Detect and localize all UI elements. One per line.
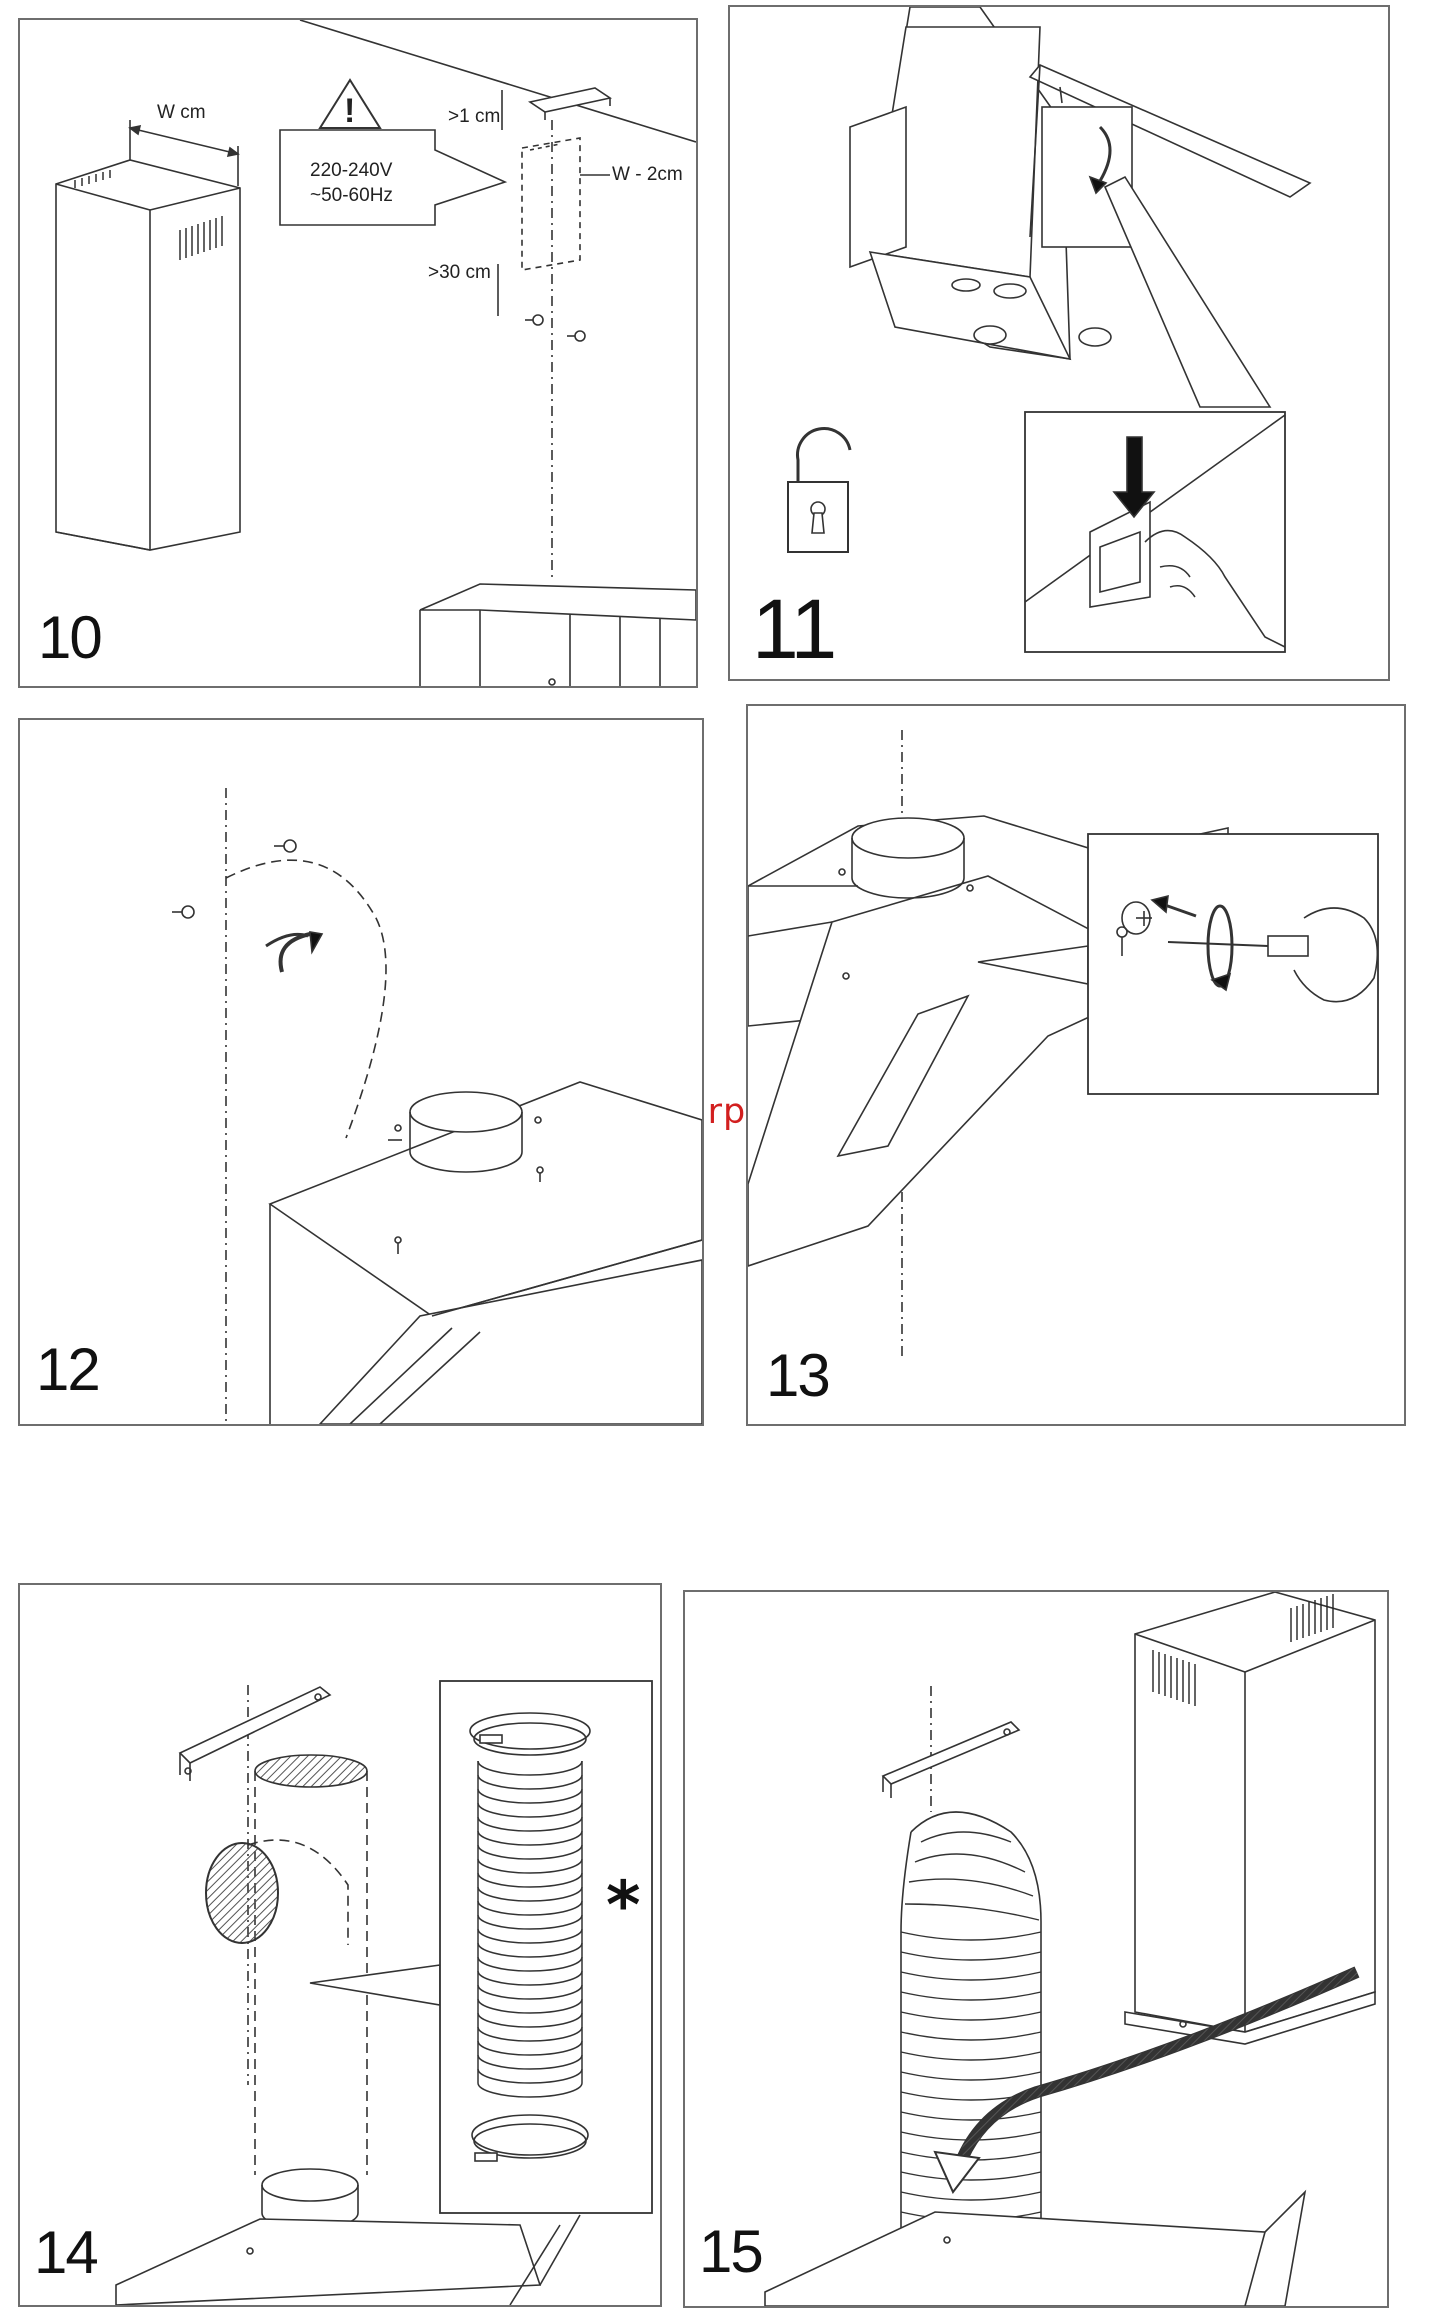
step-14-illustration: [20, 1585, 660, 2305]
step-13-illustration: [748, 706, 1404, 1424]
gap-top-label: >1 cm: [448, 106, 500, 128]
step-11-illustration: [730, 7, 1388, 679]
warning-triangle-icon: !: [344, 92, 355, 130]
width-label: W cm: [157, 102, 206, 124]
step-15-panel: 15: [683, 1590, 1389, 2308]
step-11-panel: 11: [728, 5, 1390, 681]
step-15-illustration: [685, 1592, 1387, 2306]
step-14-panel: * 14: [18, 1583, 662, 2307]
step-12-illustration: [20, 720, 702, 1424]
frequency-label: ~50-60Hz: [310, 185, 393, 207]
gap-min-label: >30 cm: [428, 262, 491, 284]
step-number: 11: [752, 587, 835, 671]
step-number: 12: [36, 1340, 99, 1400]
step-13-panel: 13: [746, 704, 1406, 1426]
step-number: 10: [38, 608, 101, 668]
step-number: 15: [699, 2222, 762, 2282]
step-10-illustration: !: [20, 20, 696, 686]
voltage-label: 220-240V: [310, 160, 392, 182]
step-10-panel: ! W cm 220-240V ~50-60Hz >1 cm W - 2cm >…: [18, 18, 698, 688]
bracket-width-label: W - 2cm: [612, 164, 683, 186]
optional-part-mark: *: [606, 1867, 641, 1944]
step-12-panel: 12: [18, 718, 704, 1426]
step-number: 13: [766, 1346, 829, 1406]
step-number: 14: [34, 2223, 97, 2283]
